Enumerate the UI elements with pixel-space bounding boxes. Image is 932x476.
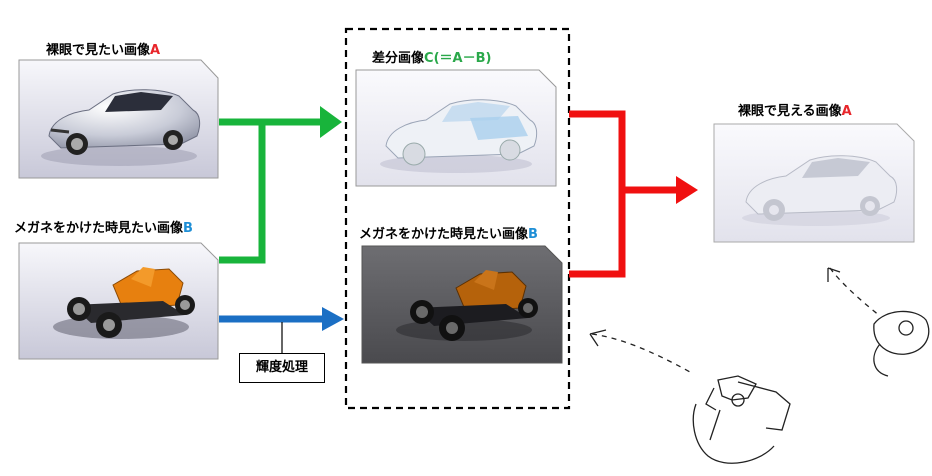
chassis-image [18, 242, 219, 360]
difference-image-text: 差分画像 [372, 51, 425, 66]
difference-image-formula: (＝A－B) [433, 51, 492, 66]
glasses-image-center-text: メガネをかけた時見たい画像 [359, 227, 529, 242]
red-arrow [569, 110, 680, 278]
green-arrowhead [320, 106, 342, 138]
blue-arrowhead [322, 307, 344, 331]
glasses-image-center-label: メガネをかけた時見たい画像B [359, 227, 538, 243]
naked-eye-image-letter: A [150, 43, 161, 58]
glasses-sketch-icon [589, 329, 791, 464]
center-dashed-frame [344, 27, 571, 410]
green-arrow [219, 118, 324, 264]
result-car-image [713, 123, 915, 243]
naked-eye-result-label: 裸眼で見える画像A [738, 104, 852, 120]
dark-chassis-image [361, 245, 563, 364]
eye-sketch-icon [827, 267, 930, 377]
glasses-image-left-label: メガネをかけた時見たい画像B [14, 221, 193, 237]
difference-image-letter: C [424, 51, 434, 66]
glasses-image-left-letter: B [183, 221, 193, 236]
glasses-image-center-letter: B [528, 227, 538, 242]
difference-car-image [355, 69, 557, 187]
difference-image-label: 差分画像C(＝A－B) [372, 51, 491, 67]
naked-eye-image-label: 裸眼で見たい画像A [46, 43, 160, 59]
car-image [18, 59, 219, 179]
naked-eye-result-text: 裸眼で見える画像 [738, 104, 842, 119]
glasses-image-left-text: メガネをかけた時見たい画像 [14, 221, 184, 236]
red-arrowhead [676, 176, 698, 204]
naked-eye-result-letter: A [841, 104, 852, 119]
naked-eye-image-text: 裸眼で見たい画像 [46, 43, 151, 58]
luminance-process-box: 輝度処理 [239, 353, 325, 383]
